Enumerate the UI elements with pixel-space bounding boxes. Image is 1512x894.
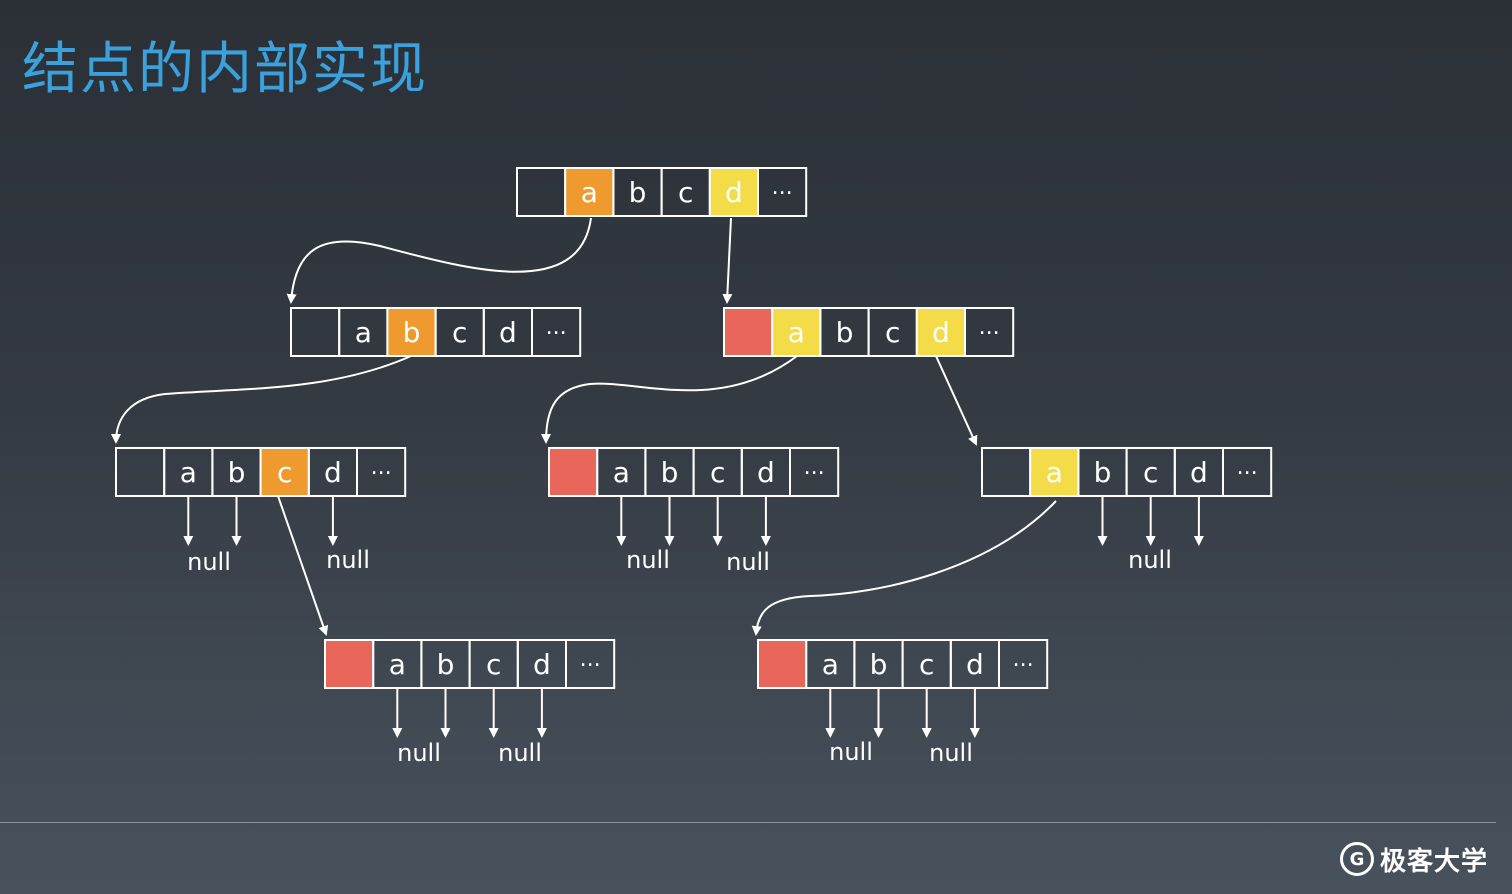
page-title: 结点的内部实现 (22, 37, 428, 102)
null-label: null (326, 546, 370, 574)
cell-label: a (822, 648, 839, 681)
cell-label: c (277, 456, 292, 489)
empty-cell (115, 447, 166, 497)
cell-label: ... (804, 455, 825, 480)
brand-name: 极客大学 (1380, 846, 1489, 877)
edge-dd (935, 355, 978, 446)
cell-label: c (710, 456, 725, 489)
cell-label: c (678, 176, 693, 209)
empty-cell (290, 307, 341, 357)
cell-label: a (788, 316, 805, 349)
edge-abc (277, 495, 329, 636)
cell-c (259, 447, 310, 497)
cell-b (386, 307, 437, 357)
cell-label: ... (546, 315, 567, 340)
cell-label: c (885, 316, 900, 349)
edge-ab (111, 355, 412, 444)
null-label: null (1128, 546, 1172, 574)
cell-label: ... (580, 647, 601, 672)
logo-icon: G (1340, 842, 1374, 876)
cell-label: b (1094, 456, 1112, 489)
cell-label: b (629, 176, 647, 209)
cell-label: b (403, 316, 421, 349)
null-label: null (626, 546, 670, 574)
brand-logo: G 极客大学 (1340, 838, 1488, 880)
cell-label: d (499, 316, 517, 349)
end-marker-cell (723, 307, 774, 357)
empty-cell (516, 167, 567, 217)
cell-label: c (452, 316, 467, 349)
cell-label: ... (772, 175, 793, 200)
cell-label: a (355, 316, 372, 349)
cell-label: c (486, 648, 501, 681)
cell-more (565, 639, 616, 689)
cell-label: d (932, 316, 950, 349)
end-marker-cell (757, 639, 808, 689)
cell-label: d (324, 456, 342, 489)
null-label: null (929, 739, 973, 767)
end-marker-cell (324, 639, 375, 689)
cell-label: c (919, 648, 934, 681)
cell-label: b (661, 456, 679, 489)
cell-label: a (613, 456, 630, 489)
cell-label: a (389, 648, 406, 681)
cell-label: ... (1237, 455, 1258, 480)
cell-more (757, 167, 808, 217)
cell-label: d (966, 648, 984, 681)
null-label: null (829, 738, 873, 766)
cell-label: ... (371, 455, 392, 480)
cell-d (708, 167, 759, 217)
footer-divider (0, 822, 1496, 823)
cell-more (964, 307, 1015, 357)
cell-label: b (228, 456, 246, 489)
cell-more (1222, 447, 1273, 497)
cell-label: d (1190, 456, 1208, 489)
null-label: null (726, 548, 770, 576)
cell-more (789, 447, 840, 497)
cell-label: b (870, 648, 888, 681)
null-label: null (187, 548, 231, 576)
cell-d (915, 307, 966, 357)
end-marker-cell (548, 447, 599, 497)
cell-a (771, 307, 822, 357)
cell-more (531, 307, 582, 357)
cell-label: ... (979, 315, 1000, 340)
edge-dda (751, 500, 1057, 636)
cell-label: d (725, 176, 743, 209)
edge-a (286, 217, 592, 304)
cell-label: b (836, 316, 854, 349)
cell-more (998, 639, 1049, 689)
edges (111, 217, 1204, 738)
edge-da (541, 355, 798, 444)
cell-label: b (437, 648, 455, 681)
null-label: null (397, 739, 441, 767)
cell-label: d (533, 648, 551, 681)
cell-label: ... (1013, 647, 1034, 672)
cell-a (1029, 447, 1080, 497)
cell-label: d (757, 456, 775, 489)
cell-label: c (1143, 456, 1158, 489)
cell-label: a (581, 176, 598, 209)
empty-cell (981, 447, 1032, 497)
cell-label: a (1046, 456, 1063, 489)
null-label: null (498, 739, 542, 767)
cell-a (564, 167, 615, 217)
cell-more (356, 447, 407, 497)
cell-label: a (180, 456, 197, 489)
edge-d (722, 217, 733, 304)
